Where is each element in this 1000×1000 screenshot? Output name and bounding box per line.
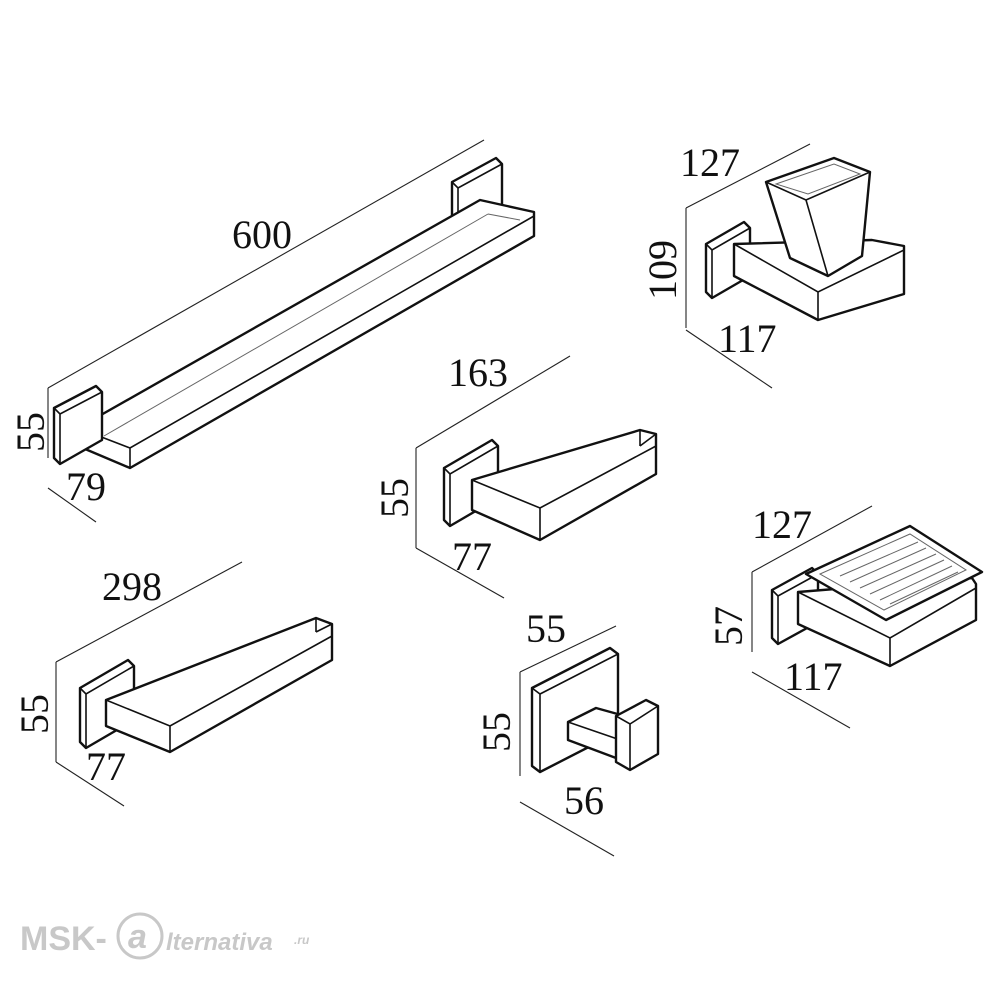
width-label: 55 xyxy=(526,606,566,651)
glass-tumbler xyxy=(764,156,872,278)
width-label: 127 xyxy=(752,502,812,547)
towel-bar-298: 298 55 77 xyxy=(12,561,334,807)
bar-body xyxy=(104,616,334,754)
depth-label: 77 xyxy=(452,534,492,579)
depth-label: 117 xyxy=(784,654,843,699)
height-label: 109 xyxy=(640,240,685,300)
holder-arm xyxy=(470,428,658,542)
height-label: 55 xyxy=(12,694,57,734)
length-dimension-line xyxy=(415,355,571,449)
tumbler-holder: 127 109 117 xyxy=(640,140,906,389)
depth-label: 79 xyxy=(66,464,106,509)
length-label: 298 xyxy=(102,564,162,609)
length-dimension-line xyxy=(55,561,243,663)
at-sign-icon xyxy=(116,912,164,960)
length-label: 600 xyxy=(232,212,292,257)
watermark-tld: .ru xyxy=(294,933,310,947)
tray-grill xyxy=(839,541,959,605)
depth-label: 56 xyxy=(564,778,604,823)
height-label: 57 xyxy=(706,606,751,646)
depth-dimension-line xyxy=(415,547,505,599)
length-dimension-line xyxy=(47,139,485,389)
holder-frame xyxy=(732,238,906,322)
height-label: 55 xyxy=(8,412,53,452)
width-dimension-line xyxy=(751,505,873,573)
watermark-suffix: lternativa xyxy=(166,929,273,956)
watermark-prefix: MSK- xyxy=(20,920,107,958)
depth-dimension-line xyxy=(751,671,851,729)
width-dimension-line xyxy=(519,625,617,673)
towel-bar-600: 600 55 79 xyxy=(8,139,536,523)
watermark-letter: a xyxy=(128,918,147,956)
depth-dimension-line xyxy=(685,329,773,389)
width-label: 127 xyxy=(680,140,740,185)
hook-tip xyxy=(614,698,660,772)
left-wall-plate xyxy=(52,384,104,466)
depth-dimension-line xyxy=(47,487,97,523)
height-label: 55 xyxy=(372,478,417,518)
paper-holder-163: 163 55 77 xyxy=(372,350,658,599)
depth-dimension-line xyxy=(55,761,125,807)
soap-dish: 127 57 117 xyxy=(706,502,984,729)
depth-label: 117 xyxy=(718,316,777,361)
depth-label: 77 xyxy=(86,744,126,789)
bar-body xyxy=(76,198,536,470)
depth-dimension-line xyxy=(519,801,615,857)
robe-hook: 55 55 56 xyxy=(474,606,660,857)
watermark-logo: MSK- a lternativa .ru xyxy=(20,912,310,960)
width-dimension-line xyxy=(685,143,811,209)
length-label: 163 xyxy=(448,350,508,395)
height-label: 55 xyxy=(474,712,519,752)
